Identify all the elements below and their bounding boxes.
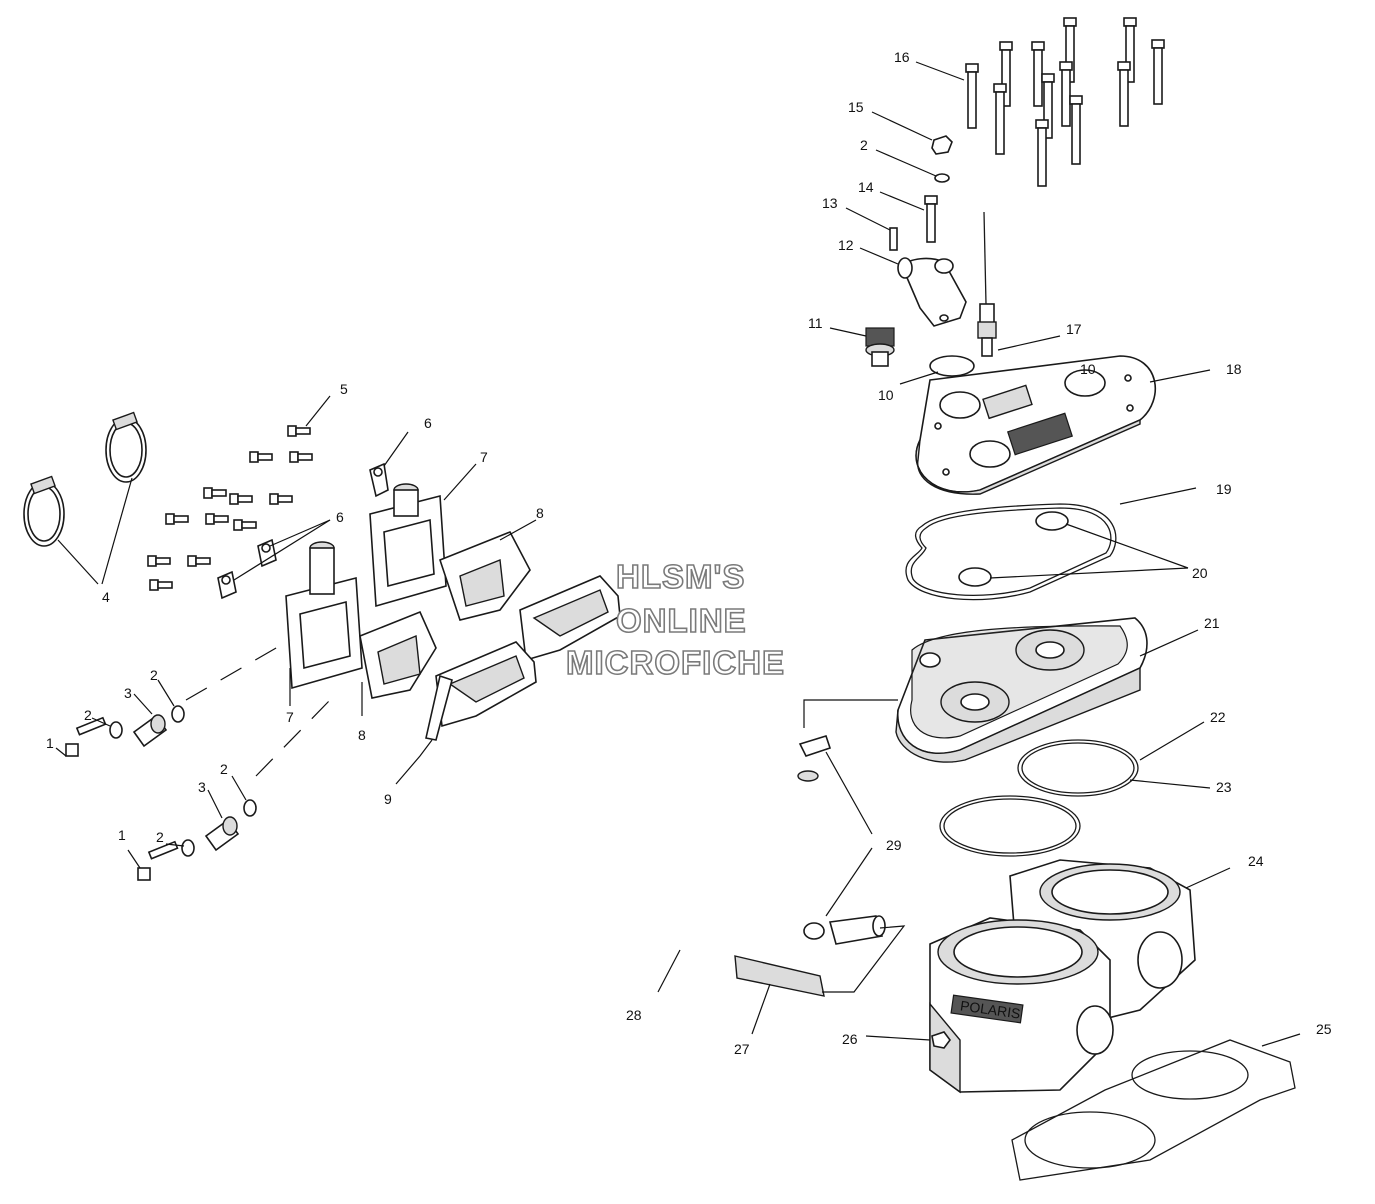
callout-10: 10	[878, 387, 894, 403]
callout-8: 8	[358, 727, 366, 743]
callout-5: 5	[340, 381, 348, 397]
cylinder-head-bolts	[965, 17, 1165, 187]
cylinder-head	[895, 617, 1148, 763]
reed-valves	[395, 575, 621, 785]
callout-26: 26	[842, 1031, 858, 1047]
callout-8: 8	[536, 505, 544, 521]
dashed-centerlines	[185, 639, 331, 777]
callout-27: 27	[734, 1041, 750, 1057]
callout-2: 2	[150, 667, 158, 683]
cylinder-o-rings	[939, 739, 1139, 857]
callout-16: 16	[894, 49, 910, 65]
callout-29: 29	[886, 837, 902, 853]
callout-25: 25	[1316, 1021, 1332, 1037]
callout-2: 2	[156, 829, 164, 845]
callout-11: 11	[808, 315, 823, 331]
temperature-sensor	[977, 211, 997, 357]
cylinder-head-cover	[915, 355, 1156, 495]
callout-10: 10	[1080, 361, 1096, 377]
callout-23: 23	[1216, 779, 1232, 795]
callout-6: 6	[336, 509, 344, 525]
thermostat-housing	[897, 257, 967, 327]
callout-14: 14	[858, 179, 874, 195]
cylinder-block: POLARIS	[929, 859, 1196, 1094]
thermostat	[865, 327, 895, 367]
leader-5	[305, 395, 331, 427]
watermark-line-2: ONLINE	[616, 602, 747, 639]
callout-4: 4	[102, 589, 110, 605]
cylinder-base-gasket	[1011, 1039, 1296, 1181]
callout-21: 21	[1204, 615, 1220, 631]
callout-9: 9	[384, 791, 392, 807]
callout-3: 3	[198, 779, 206, 795]
fastener-set-lower	[127, 775, 257, 881]
callout-1: 1	[46, 735, 54, 751]
leader-lines-right	[657, 61, 1301, 1047]
reed-spacers	[359, 519, 537, 716]
callout-6: 6	[424, 415, 432, 431]
nut-15	[931, 135, 953, 183]
callout-3: 3	[124, 685, 132, 701]
fittings-6	[217, 431, 409, 600]
callout-22: 22	[1210, 709, 1226, 725]
callout-2: 2	[220, 761, 228, 777]
callout-19: 19	[1216, 481, 1232, 497]
callout-12: 12	[838, 237, 854, 253]
callout-15: 15	[848, 99, 864, 115]
callout-13: 13	[822, 195, 838, 211]
callout-1: 1	[118, 827, 126, 843]
fastener-set-upper	[55, 679, 185, 757]
watermark: HLSM'S ONLINE MICROFICHE	[565, 557, 785, 682]
intake-adapters	[285, 463, 477, 706]
callout-7: 7	[286, 709, 294, 725]
coolant-hose-assembly	[657, 735, 886, 997]
watermark-line-3: MICROFICHE	[566, 644, 785, 681]
callout-2: 2	[84, 707, 92, 723]
head-cover-gasket	[905, 503, 1117, 601]
callout-2: 2	[860, 137, 868, 153]
callout-24: 24	[1248, 853, 1264, 869]
callout-labels: 1 1 2 2 2 2 2 3 3 4 5 6 6 7 7 8 8 9 10 1…	[46, 49, 1332, 1057]
reed-cage-bolts	[147, 425, 313, 591]
o-ring-10	[929, 355, 975, 377]
bolt-14	[889, 195, 938, 251]
hose-clamps	[23, 411, 147, 585]
callout-18: 18	[1226, 361, 1242, 377]
callout-17: 17	[1066, 321, 1082, 337]
callout-28: 28	[626, 1007, 642, 1023]
callout-7: 7	[480, 449, 488, 465]
watermark-line-1: HLSM'S	[616, 558, 745, 595]
callout-20: 20	[1192, 565, 1208, 581]
